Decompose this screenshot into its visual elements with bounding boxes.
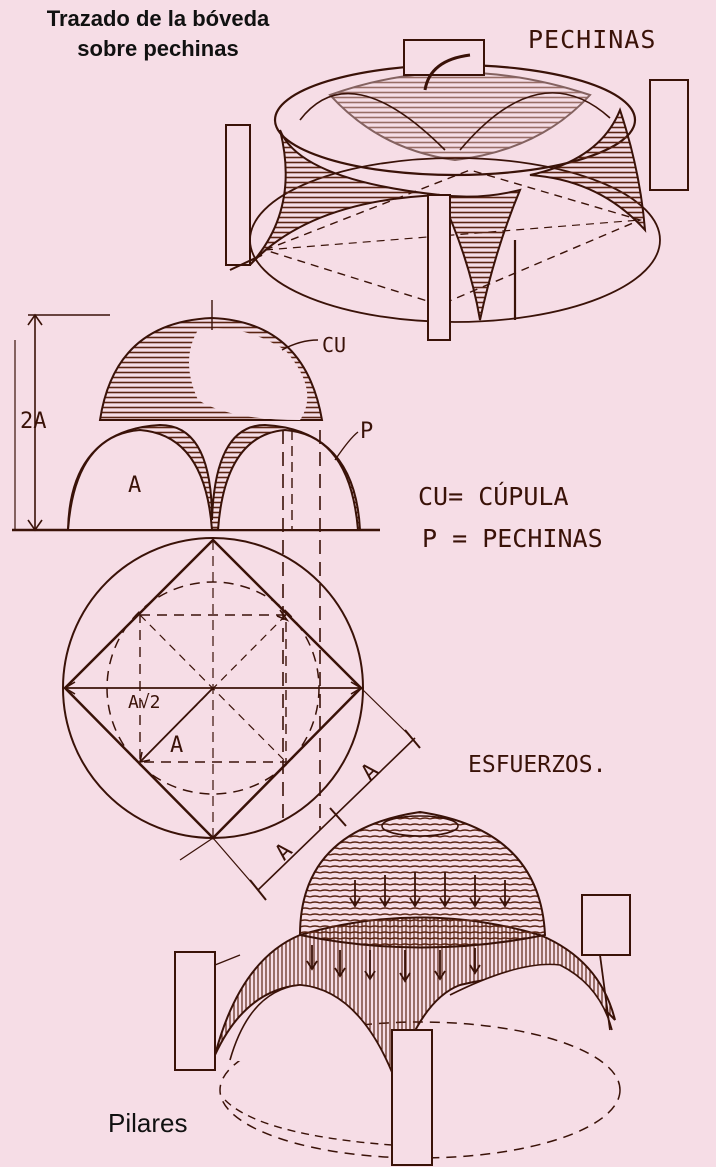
label-p: P — [360, 419, 373, 444]
label-2a: 2A — [20, 409, 47, 434]
title-line-2: sobre pechinas — [77, 36, 239, 61]
pier-right — [649, 79, 689, 191]
label-cu: CU — [322, 333, 346, 357]
pendentive-right — [529, 107, 647, 233]
title-line-1: Trazado de la bóveda — [46, 6, 270, 31]
force-arrows — [306, 872, 511, 983]
forces-pier-front — [391, 1029, 433, 1166]
label-a-diagonal: A — [170, 733, 183, 758]
pier-front — [427, 194, 451, 341]
arch-a-right — [216, 428, 360, 531]
label-pilares: Pilares — [108, 1108, 188, 1138]
pier-back — [403, 39, 485, 76]
forces-perspective — [174, 810, 631, 1166]
pendentive-left — [249, 129, 441, 266]
diagram-title: Trazado de la bóveda sobre pechinas — [8, 4, 308, 64]
forces-dome — [298, 810, 547, 949]
label-pechinas: PECHINAS — [528, 25, 656, 54]
elevation-view — [12, 300, 380, 830]
pendentive-back — [328, 71, 592, 162]
legend-cu: CU= CÚPULA — [418, 481, 569, 511]
plan-view — [62, 537, 421, 901]
arch-a-left — [66, 428, 214, 531]
label-a-dim-2: A — [271, 839, 298, 866]
dimension-a-diag — [139, 687, 214, 763]
pier-left — [225, 124, 251, 266]
legend-p: P = PECHINAS — [422, 524, 603, 553]
label-esfuerzos: ESFUERZOS. — [468, 752, 606, 778]
forces-pier-right — [581, 894, 631, 956]
label-a-sqrt2: A√2 — [128, 692, 161, 713]
label-a-arch: A — [128, 473, 141, 498]
pilares-leader — [224, 1099, 393, 1146]
pendentive-front — [438, 188, 522, 321]
forces-pier-left — [174, 951, 216, 1071]
pendentives-perspective — [225, 39, 689, 341]
